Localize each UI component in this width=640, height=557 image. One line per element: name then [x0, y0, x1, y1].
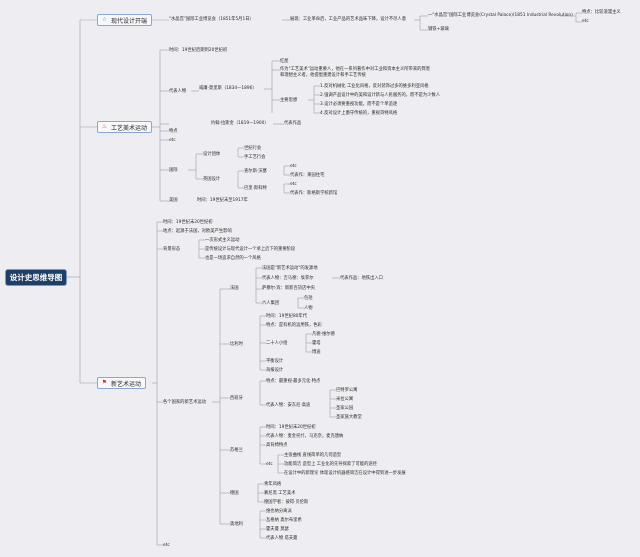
country-france[interactable]: 法国 — [230, 286, 239, 291]
ruskin-node[interactable]: 威廉·莫里斯（1834—1896） — [199, 86, 257, 91]
baillie-item[interactable]: etc — [290, 182, 297, 187]
gaudi-item[interactable]: 巴特罗公寓 — [336, 388, 358, 393]
country-germany[interactable]: 德国 — [230, 491, 239, 496]
morris-work[interactable]: 代表作品 — [284, 121, 302, 126]
arts-features[interactable]: 特点 — [169, 129, 178, 134]
scotland-item[interactable]: 代表人物：麦金托什，马克奈，麦克唐纳 — [266, 434, 344, 439]
ideas-label[interactable]: 主要思想 — [280, 98, 298, 103]
sub-group-1-item[interactable]: 手工艺行会 — [244, 155, 266, 160]
baillie-item[interactable]: 代表作：斯格斯学校新馆 — [290, 191, 338, 196]
scot-sub-item[interactable]: 功能简洁 造型上 工业化的先导探索了可能的途径 — [284, 462, 377, 467]
voysey-node[interactable]: 查尔斯·沃塞 — [244, 169, 267, 174]
ruskin-role[interactable]: 红屋 — [280, 59, 289, 64]
palace-node[interactable]: 一"水晶宫"国际工业博览会(Crystal Palace)(1851 Indus… — [428, 13, 573, 18]
baillie-node[interactable]: 巴里·斯科特 — [244, 186, 267, 191]
america-node[interactable]: 时间：19世纪末至1917年 — [197, 198, 248, 203]
voysey-item[interactable]: etc — [290, 164, 297, 169]
nouveau-time[interactable]: 时间：19世纪末20世纪初 — [163, 220, 213, 225]
bg-item[interactable]: 一次形式主义运动 — [205, 238, 240, 243]
idea-item[interactable]: 4.反对设计上墨守传统的，重视哥特风格 — [320, 111, 398, 116]
etc-node[interactable]: etc — [582, 19, 589, 24]
nouveau-bg-label[interactable]: 背景形态 — [163, 247, 181, 252]
branch-art-nouveau[interactable]: ⚑ 新艺术运动 — [97, 377, 147, 389]
france-item[interactable]: 六人集团 — [262, 301, 280, 306]
star-icon: ☆ — [101, 16, 108, 23]
twenty-item[interactable]: 博迪 — [312, 350, 321, 355]
austria-item[interactable]: 瓦格纳 奥尔布里希 — [266, 518, 302, 523]
branch-label: 新艺术运动 — [111, 380, 142, 388]
voysey-item[interactable]: 代表作：果园住宅 — [290, 173, 325, 178]
scot-sub-item[interactable]: 主张曲线 直线简单的几何造型 — [284, 453, 342, 458]
france-item[interactable]: 法国是"新艺术运动"的发源地 — [262, 266, 318, 271]
scotland-item[interactable]: 时间：19世纪末20世纪初 — [266, 425, 316, 430]
features-node[interactable]: 特点：比较浪漫主义 — [582, 10, 621, 15]
country-belgium[interactable]: 比利时 — [230, 342, 243, 347]
france-item[interactable]: 萨穆尔·宾：新新百货店中央 — [262, 286, 315, 291]
austria-item[interactable]: 代表人物 塔夫曼 — [266, 536, 298, 541]
morris-node[interactable]: 约翰·拉斯金（1819—1900） — [211, 121, 269, 126]
austria-item[interactable]: 霍夫曼 莫瑟 — [266, 527, 289, 532]
six-item[interactable]: 人物 — [304, 306, 313, 311]
sub-group-1-item[interactable]: 世纪行会 — [244, 146, 262, 151]
idea-item[interactable]: 2.强调产品设计中的美和设计新与人民服务的，而不是为少数人 — [320, 93, 441, 98]
expo-node[interactable]: "水晶宫"国际工业博览会（1851年5月1日） — [169, 17, 254, 22]
nouveau-etc[interactable]: etc — [163, 543, 170, 548]
branch-label: 工艺美术运动 — [111, 124, 148, 132]
scot-sub-item[interactable]: 在设计中的新理论 体现设计机器感简洁在设计中得到进一步发展 — [284, 471, 406, 476]
gaudi-item[interactable]: 圣家公园 — [336, 406, 354, 411]
germany-item[interactable]: 青年风格 — [264, 482, 282, 487]
scotland-item[interactable]: 高背椅特点 — [266, 443, 288, 448]
spain-item[interactable]: 代表人物：安东尼·高迪 — [266, 403, 311, 408]
branch-arts-crafts[interactable]: ♨ 工艺美术运动 — [97, 121, 153, 133]
belgium-item[interactable]: 二十人小组 — [266, 341, 288, 346]
gaudi-item[interactable]: 米拉公寓 — [336, 397, 354, 402]
france-item[interactable]: 代表人物：吉马德：埃菲尔 — [262, 276, 314, 281]
country-scotland[interactable]: 苏格兰 — [230, 448, 243, 453]
branch-label: 现代设计开端 — [111, 17, 148, 25]
belgium-item[interactable]: 平衡设计 — [266, 359, 284, 364]
country-spain[interactable]: 西班牙 — [230, 396, 243, 401]
ruskin-desc-2[interactable]: 和理想主义者，他提倡重建设计和手工艺传统 — [280, 73, 366, 78]
flame-icon: ♨ — [101, 123, 108, 130]
belgium-item[interactable]: 特点：是有机的运用铁，色彩 — [266, 323, 322, 328]
countries-label[interactable]: 各个国家的新艺术运动 — [163, 400, 206, 405]
arts-influence[interactable]: 国际 — [169, 168, 178, 173]
nouveau-place[interactable]: 地点：起源于法国，对欧美产生影响 — [163, 229, 232, 234]
person-icon: ⚑ — [101, 379, 108, 386]
america-label[interactable]: 美国 — [169, 198, 178, 203]
idea-item[interactable]: 1.反对机械化 工业化风格，反对装饰过多的维多利亚风格 — [320, 84, 429, 89]
austria-item[interactable]: 维也纳分离派 — [266, 509, 292, 514]
arts-people[interactable]: 代表人物 — [169, 89, 187, 94]
sub-group-1[interactable]: 设计团体 — [203, 152, 221, 157]
six-item[interactable]: 包括 — [304, 296, 313, 301]
arts-time[interactable]: 时间：19世纪后期到20世纪初 — [169, 48, 228, 53]
germany-item[interactable]: 德国学者：彼得·贝伦斯 — [264, 500, 309, 505]
branch-modern-design[interactable]: ☆ 现代设计开端 — [97, 14, 153, 26]
belgium-item[interactable]: 时间：19世纪80年代 — [266, 314, 308, 319]
bg-item[interactable]: 也是一场追求自然的一个风格 — [205, 256, 261, 261]
country-austria[interactable]: 奥地利 — [230, 522, 243, 527]
material-node[interactable]: 钢铁+玻璃 — [428, 27, 449, 32]
arts-etc[interactable]: etc — [169, 138, 176, 143]
ruskin-desc-1[interactable]: 作为"工艺美术"运动重要人，他在一系列著作中对工业和资本主义所带来的弊害 — [280, 67, 431, 72]
root-node[interactable]: 设计史思维导图 — [5, 269, 67, 286]
twenty-item[interactable]: 凡德·维尔德 — [312, 332, 335, 337]
idea-item[interactable]: 3.设计必须要重视功能，而不是个单追逐 — [320, 102, 398, 107]
sub-group-2[interactable]: 英国设计 — [203, 177, 221, 182]
twenty-item[interactable]: 霍塔 — [312, 341, 321, 346]
gaudi-item[interactable]: 圣家族大教堂 — [336, 415, 362, 420]
france-work[interactable]: 代表作品：地铁出入口 — [340, 276, 383, 281]
belgium-item[interactable]: 海报设计 — [266, 368, 284, 373]
germany-item[interactable]: 慕尼黑 工艺美术 — [264, 491, 296, 496]
scotland-etc[interactable]: etc — [266, 462, 273, 467]
meaning-node[interactable]: 展现：工业革命后，工业产品的艺术品味下降，设计不尽人意 — [290, 17, 407, 22]
bg-item[interactable]: 是传统设计与现代设计一个承上启下的重要阶段 — [205, 247, 296, 252]
spain-item[interactable]: 特点：最重视·最多元化·特点 — [266, 379, 321, 384]
